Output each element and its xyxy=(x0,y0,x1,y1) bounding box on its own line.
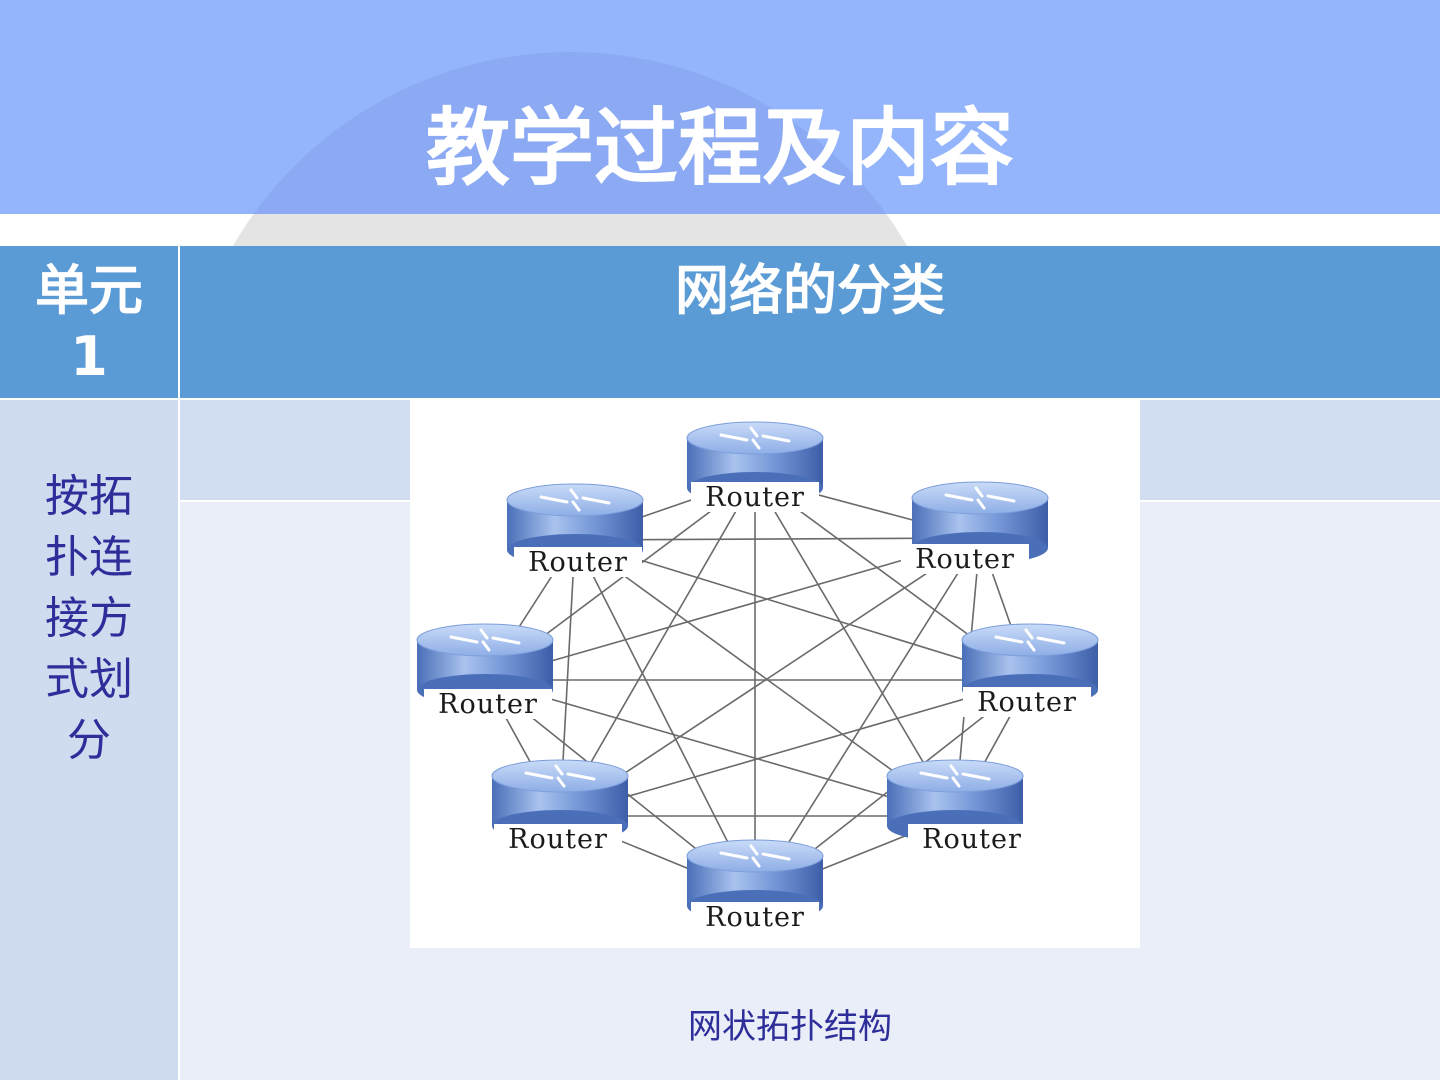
router-node: Router xyxy=(886,759,1036,855)
router-node: Router xyxy=(961,623,1099,718)
router-arrows-icon xyxy=(719,426,791,450)
router-top xyxy=(911,481,1049,515)
router-label: Router xyxy=(977,687,1077,718)
router-node: Router xyxy=(686,421,824,513)
router-arrows-icon xyxy=(539,488,611,512)
banner-separator xyxy=(0,214,1440,246)
side-label-text: 按拓扑连接方式划分 xyxy=(45,471,133,766)
mesh-link xyxy=(754,477,956,817)
router-node: Router xyxy=(506,483,644,578)
router-label: Router xyxy=(528,547,628,578)
router-arrows-icon xyxy=(919,764,991,788)
router-arrows-icon xyxy=(719,844,791,868)
router-nodes: RouterRouterRouterRouterRouterRouterRout… xyxy=(416,421,1099,933)
side-label: 按拓扑连接方式划分 xyxy=(0,466,178,771)
router-label-bg xyxy=(691,482,819,512)
router-arrows-icon xyxy=(449,628,521,652)
mesh-link xyxy=(559,537,981,817)
router-label-bg xyxy=(494,824,622,854)
router-label-bg xyxy=(514,547,642,577)
page-title: 教学过程及内容 xyxy=(425,99,1014,197)
router-top xyxy=(686,839,824,873)
router-label: Router xyxy=(922,824,1022,855)
mesh-link xyxy=(484,537,981,681)
router-label: Router xyxy=(438,689,538,720)
router-node: Router xyxy=(416,623,554,720)
decorative-arc-shadow xyxy=(180,214,960,246)
router-label-bg xyxy=(424,689,552,719)
router-label: Router xyxy=(915,544,1015,575)
router-arrows-icon xyxy=(524,764,596,788)
router-top xyxy=(506,483,644,517)
mesh-link xyxy=(754,537,981,897)
router-top xyxy=(961,623,1099,657)
router-label: Router xyxy=(705,482,805,513)
router-top xyxy=(416,623,554,657)
title-banner: 教学过程及内容 xyxy=(0,0,1440,214)
router-label: Router xyxy=(508,824,608,855)
router-arrows-icon xyxy=(944,486,1016,510)
mesh-link xyxy=(559,477,756,817)
diagram-caption: 网状拓扑结构 xyxy=(688,1007,892,1047)
router-node: Router xyxy=(491,759,629,855)
router-top xyxy=(886,759,1024,793)
router-node: Router xyxy=(901,481,1049,575)
mesh-topology-svg: RouterRouterRouterRouterRouterRouterRout… xyxy=(416,421,1099,933)
side-label-cell xyxy=(0,400,178,1080)
unit-label: 单元1 xyxy=(35,259,143,388)
mesh-link xyxy=(574,539,756,897)
router-label-bg xyxy=(691,902,819,932)
router-node: Router xyxy=(686,839,824,933)
router-label: Router xyxy=(705,902,805,933)
section-title-cell: 网络的分类 xyxy=(180,246,1440,398)
router-label-bg xyxy=(901,544,1029,574)
mesh-link xyxy=(574,539,1031,681)
router-arrows-icon xyxy=(994,628,1066,652)
router-top xyxy=(491,759,629,793)
mesh-link xyxy=(484,679,956,817)
unit-label-cell: 单元1 xyxy=(0,246,178,398)
router-label-bg xyxy=(908,824,1036,854)
mesh-link xyxy=(559,679,1031,817)
router-label-bg xyxy=(963,687,1091,717)
section-title: 网络的分类 xyxy=(675,259,945,322)
router-top xyxy=(686,421,824,455)
